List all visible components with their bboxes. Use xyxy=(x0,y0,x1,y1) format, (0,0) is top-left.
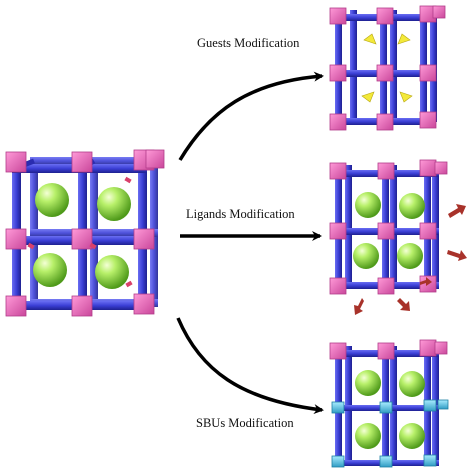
guest-sphere xyxy=(399,193,425,219)
guest-sphere xyxy=(33,253,67,287)
guest-sphere xyxy=(355,192,381,218)
central-framework xyxy=(5,149,165,317)
guest-sphere xyxy=(95,255,129,289)
guest-sphere xyxy=(397,243,423,269)
sbus-framework xyxy=(329,339,449,468)
sbus-curved-arrow-icon xyxy=(176,317,324,414)
guest-sphere xyxy=(355,370,381,396)
guest-cone-icon xyxy=(397,33,411,45)
guests-modification-label: Guests Modification xyxy=(197,36,300,50)
sbus-modification-label: SBUs Modification xyxy=(196,416,294,430)
sbu-nodes xyxy=(331,399,449,468)
guest-cone-icon xyxy=(363,33,377,45)
guest-sphere xyxy=(35,183,69,217)
ligands-modification-label: Ligands Modification xyxy=(186,207,295,221)
ligands-framework xyxy=(329,159,467,315)
guest-cone-icon xyxy=(361,91,375,103)
guest-sphere xyxy=(353,243,379,269)
ligand-arrows xyxy=(354,204,467,315)
guest-sphere xyxy=(355,423,381,449)
guest-sphere xyxy=(399,371,425,397)
guest-sphere xyxy=(97,187,131,221)
guest-sphere xyxy=(399,423,425,449)
guests-curved-arrow-icon xyxy=(178,71,324,161)
guest-cone-icon xyxy=(399,91,413,103)
guests-framework xyxy=(329,5,446,131)
